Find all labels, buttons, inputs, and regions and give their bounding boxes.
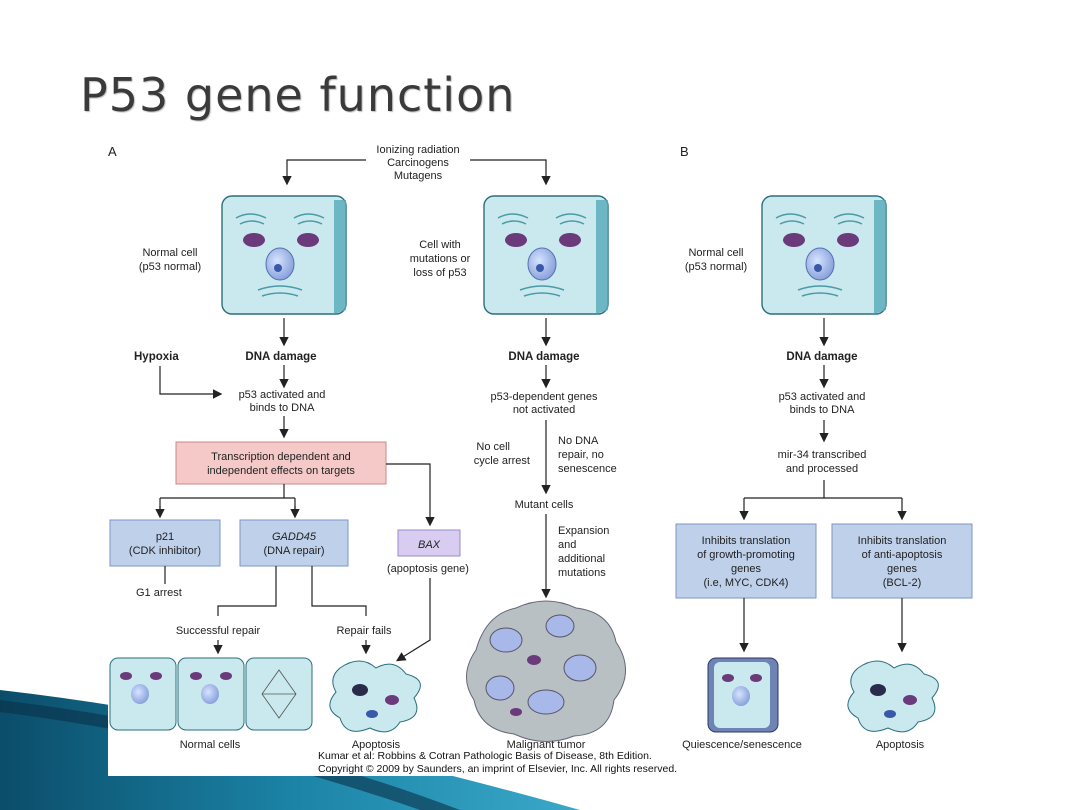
split-connector: [159, 484, 296, 514]
no-repair-text: repair, no: [558, 449, 604, 461]
hypoxia-arrow: [159, 366, 223, 399]
split-connector-right: [744, 480, 902, 499]
no-repair-text: No DNA: [558, 435, 599, 447]
mutant-cell-label: loss of p53: [413, 267, 466, 279]
malignant-tumor-label: Malignant tumor: [507, 739, 586, 751]
inhibit-growth-box: [675, 523, 817, 599]
apoptosis-label-left: Apoptosis: [352, 739, 401, 751]
normal-cells-label: Normal cells: [180, 739, 241, 751]
bax-apoptosis-arrow: [395, 578, 431, 662]
panel-b-label: B: [680, 144, 689, 159]
insult-arrow-left: [282, 159, 366, 186]
p21-box: [109, 519, 221, 567]
transcription-box: [175, 441, 387, 485]
figure-caption: Kumar et al: Robbins & Cotran Pathologic…: [318, 750, 677, 776]
gadd45-text: (DNA repair): [263, 545, 324, 557]
malignant-tumor-illustration: [466, 600, 626, 742]
successful-repair-label: Successful repair: [176, 625, 261, 637]
bax-arrow: [386, 463, 435, 527]
mutant-p53-cell: [483, 195, 609, 315]
mutant-cells-label: Mutant cells: [515, 499, 574, 511]
no-arrest-text: No cell: [476, 441, 510, 453]
mir34-text: and processed: [786, 463, 858, 475]
not-activated-text: p53-dependent genes: [490, 391, 598, 403]
apoptosis-illustration-left: [329, 660, 421, 733]
gadd45-box: [239, 519, 349, 567]
insult-label: Ionizing radiation Carcinogens Mutagens: [376, 144, 459, 182]
p53-activated-right: binds to DNA: [790, 404, 855, 416]
gadd45-text: GADD45: [272, 531, 317, 543]
normal-cell-right-label: Normal cell: [688, 247, 743, 259]
inhibit-apoptosis-text: genes: [887, 563, 917, 575]
mir34-text: mir-34 transcribed: [778, 449, 867, 461]
transcription-text: independent effects on targets: [207, 465, 355, 477]
no-arrest-text: cycle arrest: [474, 455, 530, 467]
normal-cell-label: Normal cell: [142, 247, 197, 259]
normal-cell-right-label: (p53 normal): [685, 261, 747, 273]
mutant-cell-label: mutations or: [410, 253, 471, 265]
normal-cells-illustration: [109, 657, 313, 731]
bax-box: [397, 529, 461, 557]
expansion-text: mutations: [558, 567, 606, 579]
expansion-text: and: [558, 539, 576, 551]
bax-text: BAX: [418, 539, 441, 551]
bax-note: (apoptosis gene): [387, 563, 469, 575]
p53-activated-left: p53 activated and: [239, 389, 326, 401]
repair-connector: [217, 566, 277, 616]
normal-cell-left: [221, 195, 347, 315]
normal-cell-right: [761, 195, 887, 315]
repair-fails-label: Repair fails: [336, 625, 392, 637]
insult-line: Ionizing radiation: [376, 144, 459, 156]
inhibit-growth-text: (i.e, MYC, CDK4): [704, 577, 789, 589]
inhibit-apoptosis-text: Inhibits translation: [858, 535, 947, 547]
normal-cell-label: (p53 normal): [139, 261, 201, 273]
caption-line: Copyright © 2009 by Saunders, an imprint…: [318, 763, 678, 775]
p21-text: (CDK inhibitor): [129, 545, 201, 557]
hypoxia-label: Hypoxia: [134, 351, 179, 363]
g1-arrest-label: G1 arrest: [136, 587, 182, 599]
expansion-text: Expansion: [558, 525, 609, 537]
quiescence-label: Quiescence/senescence: [682, 739, 802, 751]
no-repair-text: senescence: [558, 463, 617, 475]
inhibit-apoptosis-text: (BCL-2): [883, 577, 922, 589]
inhibit-growth-text: of growth-promoting: [697, 549, 795, 561]
p53-activated-left: binds to DNA: [250, 402, 315, 414]
dna-damage-right: DNA damage: [786, 351, 857, 363]
transcription-text: Transcription dependent and: [211, 451, 351, 463]
inhibit-growth-text: genes: [731, 563, 761, 575]
mutant-cell-label: Cell with: [419, 239, 461, 251]
insult-arrow-middle: [470, 159, 551, 186]
inhibit-apoptosis-text: of anti-apoptosis: [862, 549, 943, 561]
apoptosis-label-right: Apoptosis: [876, 739, 925, 751]
repair-fail-connector: [311, 566, 367, 616]
insult-line: Mutagens: [394, 170, 443, 182]
panel-a-label: A: [108, 144, 117, 159]
inhibit-growth-text: Inhibits translation: [702, 535, 791, 547]
not-activated-text: not activated: [513, 404, 575, 416]
p53-activated-right: p53 activated and: [779, 391, 866, 403]
expansion-text: additional: [558, 553, 605, 565]
slide-title: P53 gene function: [80, 68, 516, 122]
dna-damage-left: DNA damage: [245, 351, 316, 363]
p21-text: p21: [156, 531, 174, 543]
inhibit-apoptosis-box: [831, 523, 973, 599]
apoptosis-illustration-right: [847, 660, 939, 733]
dna-damage-middle: DNA damage: [508, 351, 579, 363]
quiescent-cell-illustration: [707, 657, 779, 733]
caption-line: Kumar et al: Robbins & Cotran Pathologic…: [318, 750, 652, 762]
insult-line: Carcinogens: [387, 157, 449, 169]
